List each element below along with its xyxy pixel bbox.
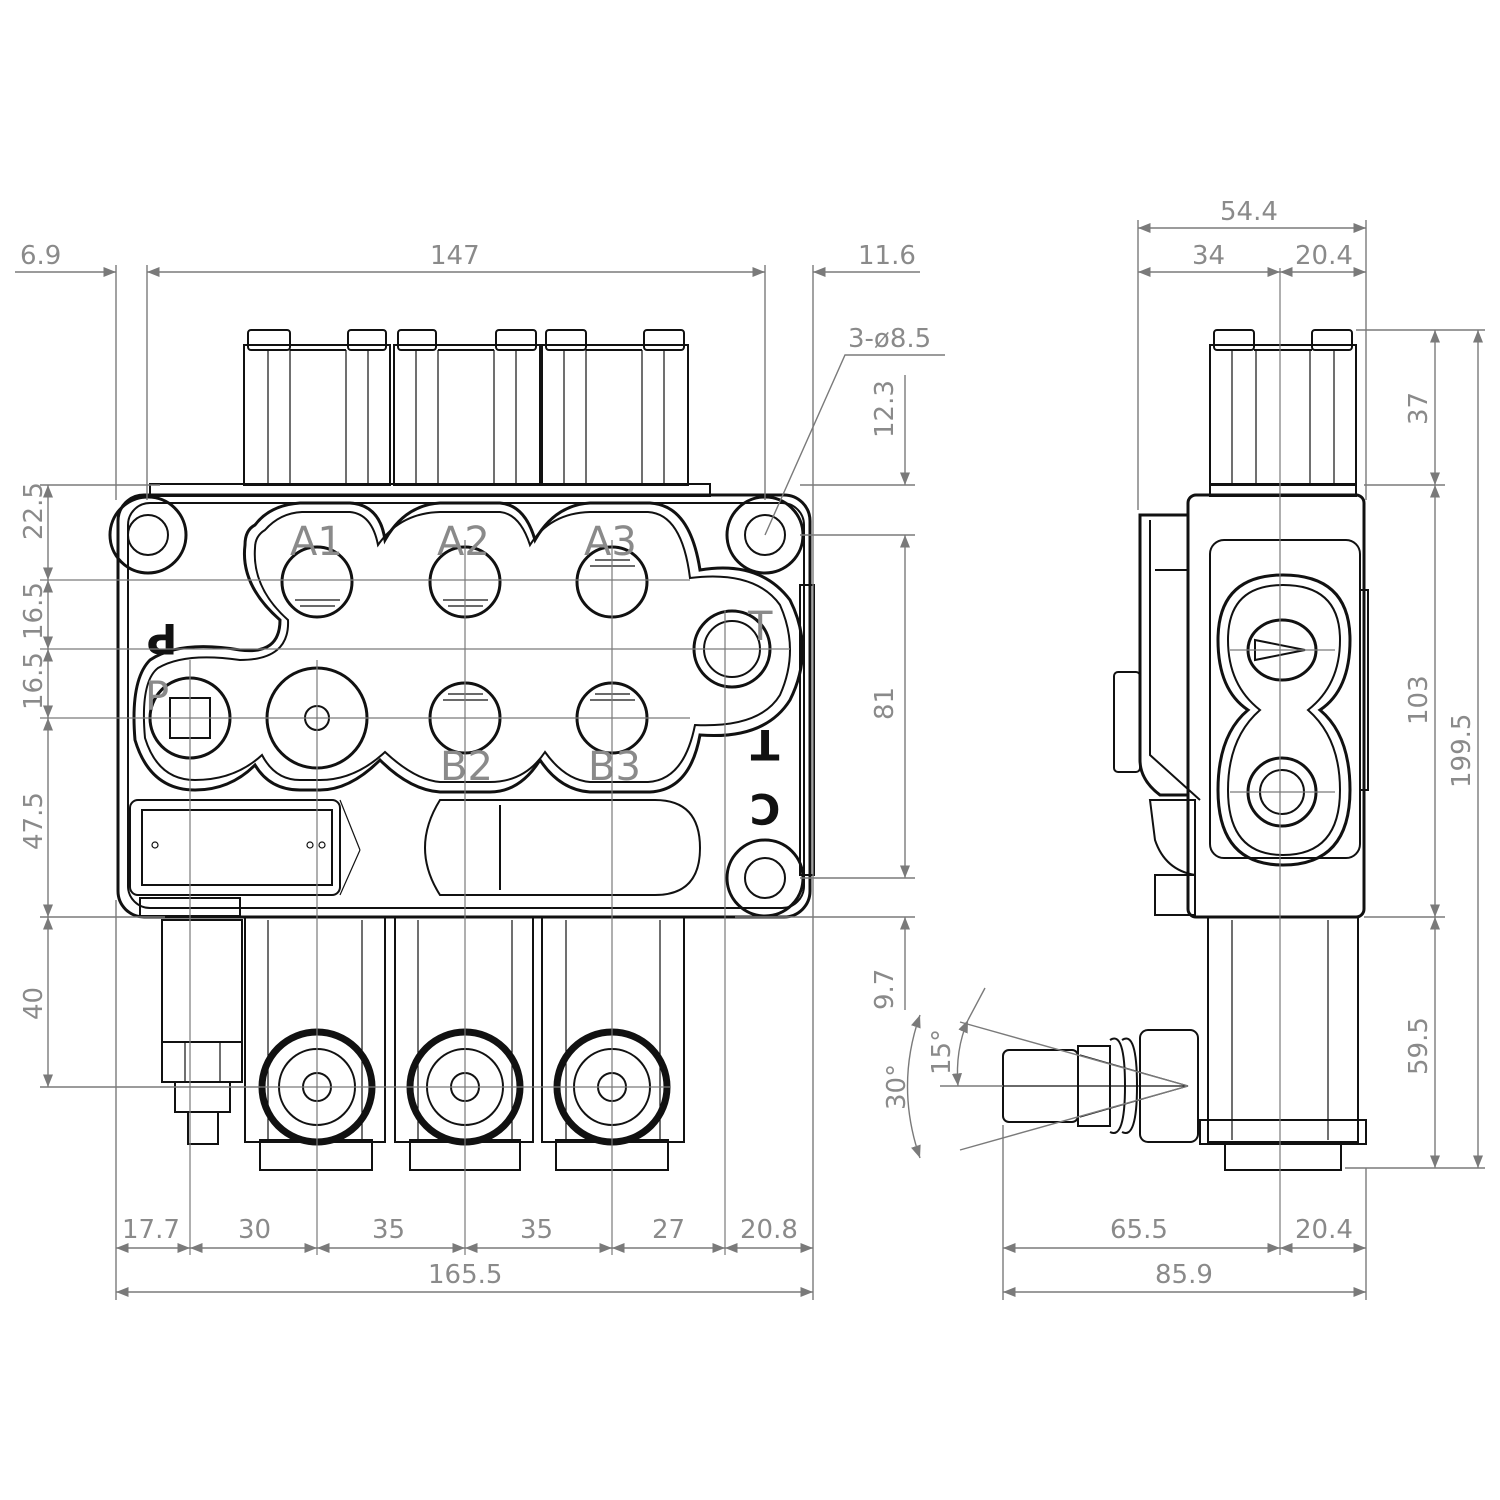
top-spool-caps [149, 329, 711, 497]
side-top-cap [1209, 329, 1357, 497]
hole-note: 3-ø8.5 [848, 324, 931, 354]
dim-top-main: 147 [430, 241, 480, 271]
side-right-dimensions [1345, 329, 1485, 1169]
port-label-a2: A2 [437, 519, 490, 565]
relief-adjuster [161, 919, 243, 1145]
port-label-a3: A3 [584, 519, 637, 565]
mounting-holes [108, 495, 805, 918]
side-body [1113, 493, 1369, 919]
body-mark-c: C [750, 784, 781, 833]
dim-right-mid: 81 [870, 687, 900, 720]
side-top-dimensions [1137, 220, 1367, 510]
body-mark-p: P [147, 614, 178, 663]
port-a1 [280, 545, 354, 619]
side-dim-right-2: 103 [1404, 675, 1434, 725]
front-bottom-dimensions [115, 880, 814, 1300]
center-lines [40, 540, 790, 1255]
front-top-dimensions [15, 265, 920, 880]
dim-bottom-1: 17.7 [122, 1215, 180, 1245]
body-mark-t: T [750, 720, 779, 769]
side-handle-arm [1002, 1029, 1199, 1143]
dim-bottom-4: 35 [520, 1215, 553, 1245]
side-view: 30° 15° 54.4 34 20.4 37 103 59.5 199.5 [882, 197, 1485, 1300]
dim-bottom-5: 27 [652, 1215, 685, 1245]
angle-annotation [906, 987, 1189, 1159]
side-dim-top-2: 20.4 [1295, 241, 1353, 271]
side-dim-bottom-1: 65.5 [1110, 1215, 1168, 1245]
port-label-a1: A1 [290, 519, 343, 565]
dim-bottom-6: 20.8 [740, 1215, 798, 1245]
dim-overall-width: 165.5 [428, 1260, 502, 1290]
side-dim-total: 54.4 [1220, 197, 1278, 227]
dim-left-3: 16.5 [19, 652, 49, 710]
port-label-b2: B2 [440, 744, 493, 790]
side-lower-housing [1199, 916, 1367, 1171]
front-left-dimensions [40, 484, 260, 1088]
hole-note-leader [764, 354, 945, 536]
front-right-dimensions [735, 375, 915, 1010]
side-dim-overall-height: 199.5 [1447, 714, 1477, 788]
mount-hole-top-left [108, 495, 188, 575]
side-dim-top-1: 34 [1192, 241, 1225, 271]
dim-bottom-3: 35 [372, 1215, 405, 1245]
front-view: A1 A2 A3 B2 B3 P T P T C [15, 241, 945, 1300]
dim-left-4: 47.5 [19, 792, 49, 850]
dim-left-5: 40 [19, 987, 49, 1020]
dim-right-top: 12.3 [870, 380, 900, 438]
side-dim-overall-depth: 85.9 [1155, 1260, 1213, 1290]
dim-right-bottom: 9.7 [870, 969, 900, 1010]
side-dim-right-3: 59.5 [1404, 1017, 1434, 1075]
dim-top-left: 6.9 [20, 241, 61, 271]
dim-left-2: 16.5 [19, 582, 49, 640]
port-label-b3: B3 [588, 744, 641, 790]
dim-left-1: 22.5 [19, 482, 49, 540]
port-label-p: P [145, 674, 169, 720]
angle-30: 30° [882, 1064, 912, 1110]
dim-bottom-2: 30 [238, 1215, 271, 1245]
side-dim-right-1: 37 [1404, 392, 1434, 425]
side-dim-bottom-2: 20.4 [1295, 1215, 1353, 1245]
angle-15: 15° [927, 1029, 957, 1075]
mount-hole-bottom-right [725, 838, 805, 918]
side-bottom-dimensions [1002, 1125, 1367, 1300]
port-label-t: T [747, 604, 773, 650]
dim-top-right: 11.6 [858, 241, 916, 271]
